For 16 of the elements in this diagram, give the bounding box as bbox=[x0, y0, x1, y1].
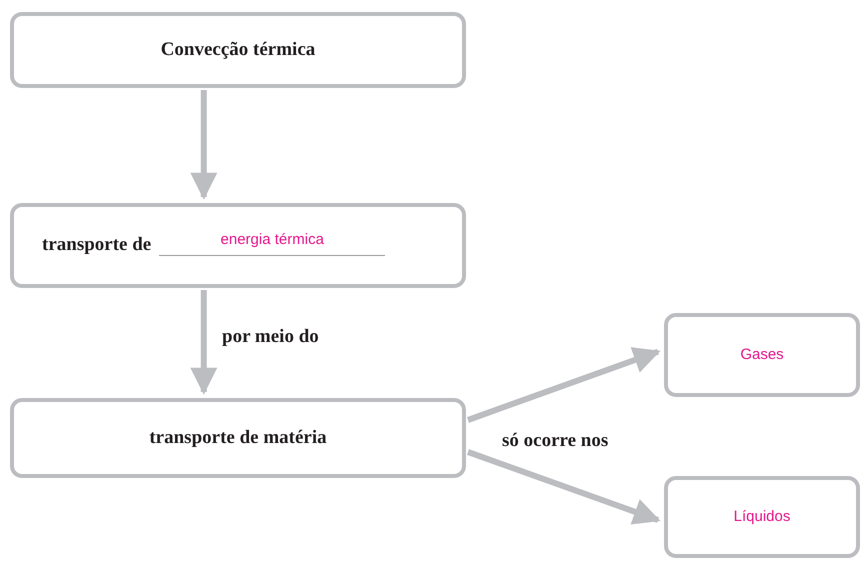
arrow bbox=[190, 90, 218, 200]
box-label: Convecção térmica bbox=[160, 38, 316, 62]
arrow bbox=[190, 290, 218, 395]
concept-box bbox=[664, 476, 860, 558]
concept-box bbox=[10, 12, 466, 88]
arrow bbox=[467, 449, 661, 525]
fill-in-line: energia térmica bbox=[159, 228, 386, 256]
arrow bbox=[466, 347, 661, 423]
concept-box bbox=[10, 203, 466, 288]
box-label: Gases bbox=[740, 344, 784, 365]
connector-label: só ocorre nos bbox=[502, 429, 608, 453]
box-label: transporte de matéria bbox=[149, 426, 327, 450]
concept-box bbox=[664, 313, 860, 397]
concept-box bbox=[10, 398, 466, 478]
box-label: Líquidos bbox=[734, 506, 790, 527]
box-label: transporte de bbox=[42, 233, 152, 258]
